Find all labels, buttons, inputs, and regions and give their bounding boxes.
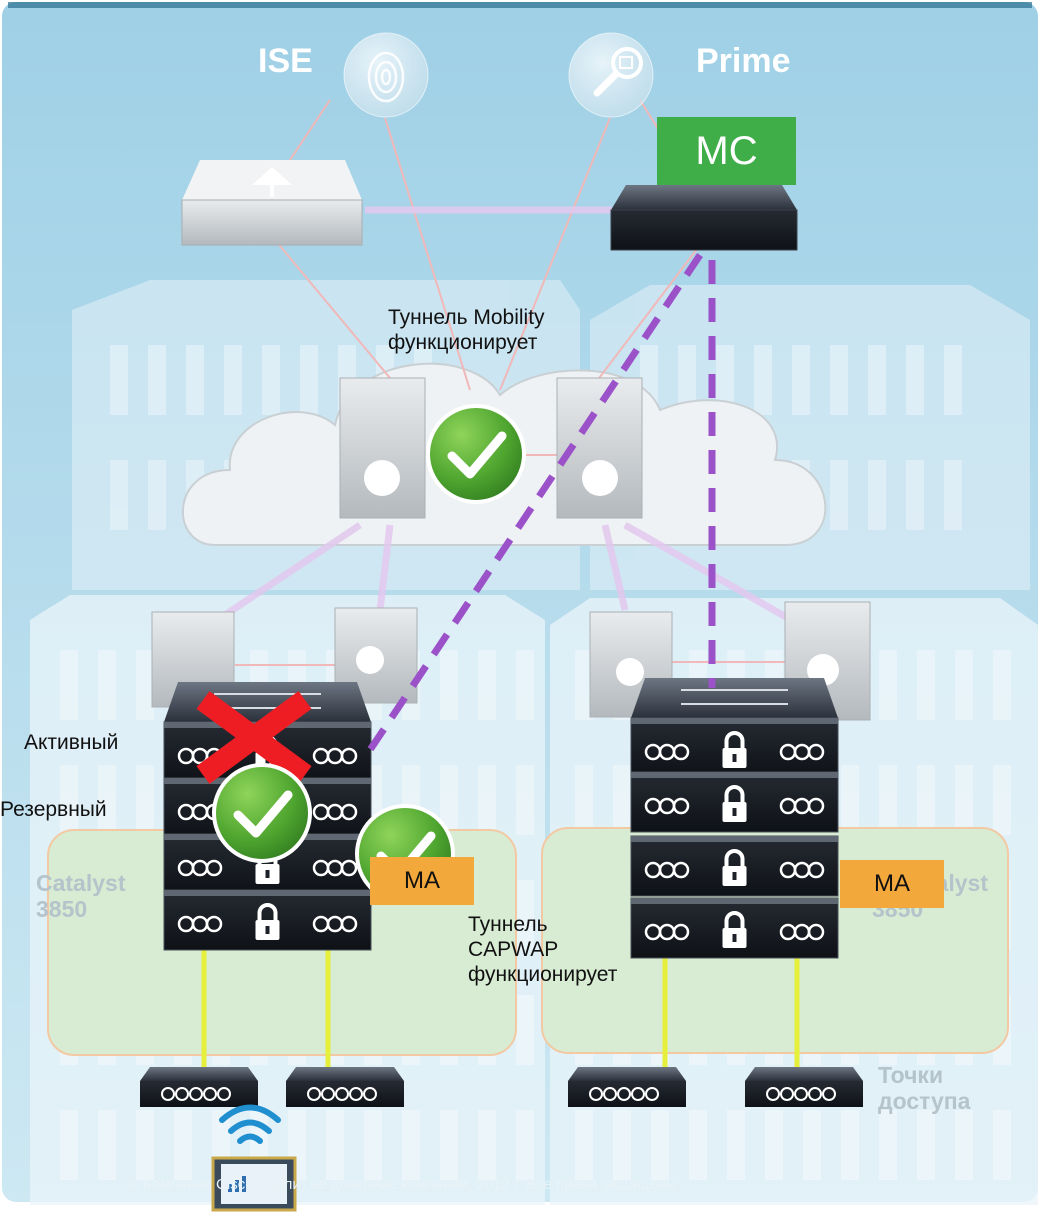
wifi-icon (219, 1104, 281, 1144)
active-failed-x-icon (196, 691, 312, 784)
mobility-tunnel-lines (367, 253, 716, 752)
catalyst-stack-right[interactable] (630, 678, 839, 959)
standby-ok-check-icon (212, 763, 312, 863)
standby-role-label: Резервный (0, 797, 124, 822)
mobility-ok-check-icon (426, 404, 526, 504)
prime-label: Prime (696, 42, 791, 80)
fingerprint-icon (367, 51, 405, 103)
ise-server (343, 32, 429, 118)
mobility-tunnel-line-2: функционирует (388, 331, 538, 354)
access-points-line-2: доступа (878, 1088, 971, 1114)
stack-left-unit-member-4[interactable] (163, 889, 372, 951)
access-point-1[interactable] (140, 1067, 258, 1107)
stack-right-unit-2[interactable] (630, 771, 839, 833)
left-building-label: Catalyst 3850 (36, 870, 125, 922)
capwap-line-1: Туннель (468, 913, 548, 936)
ise-label: ISE (258, 42, 313, 80)
left-building-line-1: Catalyst (36, 870, 126, 896)
mc-controller-switch[interactable] (610, 185, 798, 251)
access-points-line-1: Точки (878, 1062, 944, 1088)
copyright-footer: © Компания Cisco и (или) ее дочерние ком… (128, 1176, 681, 1193)
left-building-line-2: 3850 (36, 896, 88, 922)
capwap-line-3: функционирует (468, 963, 618, 986)
standby-role-text: Резервный (0, 798, 107, 821)
access-points-label: Точки доступа (878, 1062, 970, 1114)
ma-badge-right: MA (840, 860, 944, 908)
access-point-2[interactable] (286, 1067, 404, 1107)
laptop-client[interactable] (211, 1156, 297, 1212)
stack-right-unit-1[interactable] (630, 678, 839, 779)
mobility-tunnel-line-1: Туннель Mobility (388, 306, 545, 329)
ma-badge-left: MA (370, 857, 474, 905)
mc-badge: MC (657, 117, 796, 185)
access-point-3[interactable] (568, 1067, 686, 1107)
capwap-tunnel-label: Туннель CAPWAP функционирует (468, 912, 617, 987)
stack-right-unit-4[interactable] (630, 897, 839, 959)
capwap-line-2: CAPWAP (468, 938, 559, 961)
magnifier-icon (593, 47, 643, 97)
stack-right-unit-3[interactable] (630, 835, 839, 897)
mobility-tunnel-label: Туннель Mobility функционирует (388, 305, 545, 355)
core-switch-left (339, 377, 426, 519)
active-role-label: Активный (24, 731, 119, 754)
access-point-4[interactable] (745, 1067, 863, 1107)
gray-router-left (181, 160, 363, 246)
stack-left-unit-member-3[interactable] (163, 833, 372, 895)
ap-uplinks (201, 950, 800, 1075)
prime-server (568, 32, 654, 118)
